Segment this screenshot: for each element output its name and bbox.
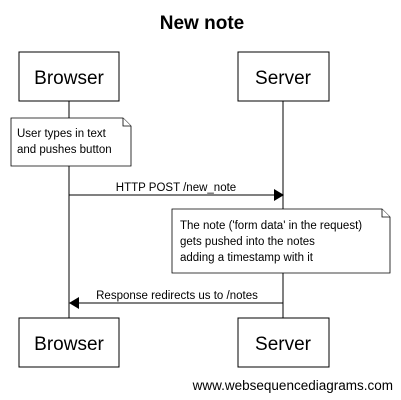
server-actor-bottom: Server: [237, 317, 330, 368]
server-note-line-1: The note ('form data' in the request): [180, 220, 362, 232]
response-message-label: Response redirects us to /notes: [96, 290, 258, 302]
request-message-label: HTTP POST /new_note: [116, 182, 236, 194]
response-arrowhead: [69, 297, 79, 309]
browser-note: User types in text and pushes button: [10, 117, 132, 167]
server-actor-bottom-label: Server: [255, 334, 312, 355]
server-actor-top: Server: [237, 51, 330, 102]
footer-watermark: www.websequencediagrams.com: [192, 378, 393, 393]
request-message: HTTP POST /new_note: [69, 182, 284, 201]
server-actor-top-label: Server: [255, 68, 312, 89]
diagram-title: New note: [160, 13, 244, 34]
server-note: The note ('form data' in the request) ge…: [171, 208, 391, 274]
response-message: Response redirects us to /notes: [69, 290, 283, 309]
browser-actor-top: Browser: [18, 51, 120, 102]
browser-actor-top-label: Browser: [34, 68, 104, 89]
server-note-line-2: gets pushed into the notes: [180, 236, 315, 248]
browser-actor-bottom: Browser: [18, 317, 120, 368]
server-note-line-3: adding a timestamp with it: [180, 252, 314, 264]
browser-actor-bottom-label: Browser: [34, 334, 104, 355]
browser-note-line-2: and pushes button: [17, 144, 112, 156]
request-arrowhead: [274, 189, 284, 201]
browser-note-line-1: User types in text: [17, 128, 107, 140]
